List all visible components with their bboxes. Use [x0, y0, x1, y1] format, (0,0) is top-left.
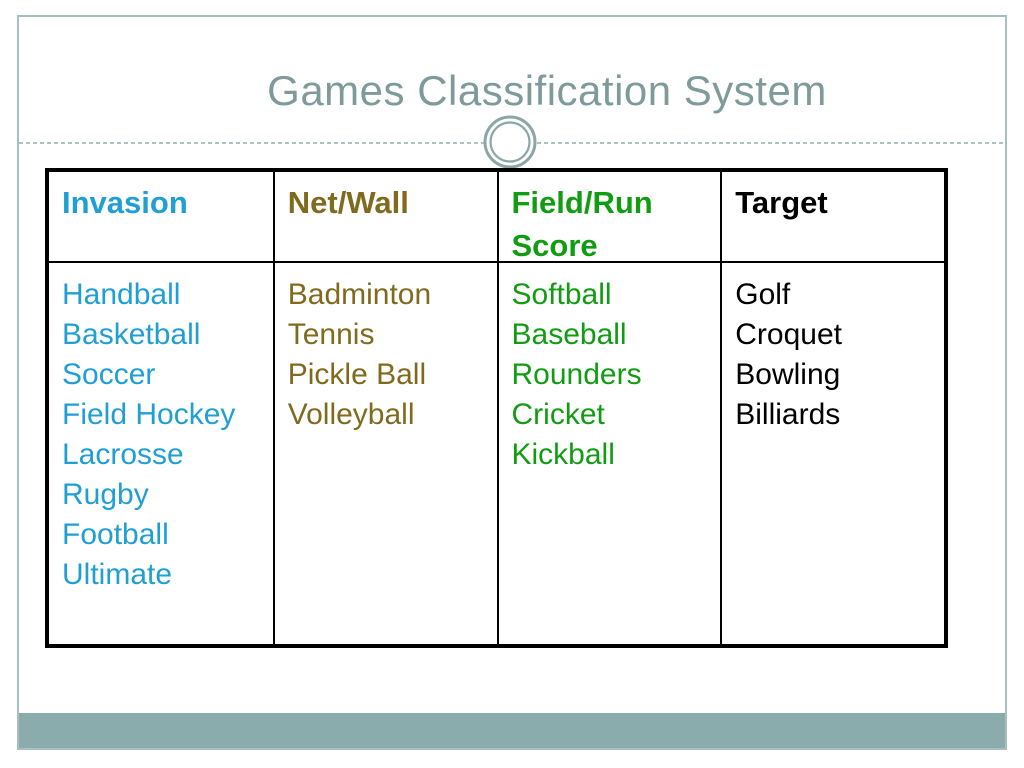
- slide-title: Games Classification System: [267, 67, 827, 114]
- column-header-net-wall: Net/Wall: [272, 172, 497, 263]
- sport-item: Pickle Ball: [287, 358, 427, 391]
- sport-item: Cricket: [511, 398, 605, 431]
- sport-item: Soccer: [62, 358, 156, 391]
- column-cell-net-wall: Badminton Tennis Pickle Ball Volleyball: [272, 263, 497, 644]
- sport-item: Kickball: [511, 438, 615, 471]
- sport-item: Softball: [511, 278, 612, 311]
- sport-item: Croquet: [735, 318, 842, 351]
- sport-item: Rounders: [511, 358, 642, 391]
- sport-item: Volleyball: [287, 398, 415, 431]
- sport-item: Ultimate: [62, 558, 173, 591]
- games-classification-table: Invasion Net/Wall Field/Run Score Target…: [45, 168, 948, 648]
- sport-item: Billiards: [735, 398, 841, 431]
- sport-item: Football: [62, 518, 169, 551]
- sport-item: Bowling: [735, 358, 841, 391]
- sport-item: Field Hockey: [62, 398, 236, 431]
- column-cell-field-run-score: Softball Baseball Rounders Cricket Kickb…: [496, 263, 721, 644]
- column-cell-invasion: Handball Basketball Soccer Field Hockey …: [49, 263, 273, 644]
- sport-item: Lacrosse: [62, 438, 184, 471]
- divider-circle-ornament: [483, 115, 537, 169]
- sport-item: Handball: [62, 278, 181, 311]
- sport-item: Rugby: [62, 478, 149, 511]
- sport-item: Baseball: [511, 318, 627, 351]
- sport-item: Golf: [735, 278, 791, 311]
- column-header-target: Target: [720, 172, 944, 263]
- column-header-field-run-score: Field/Run Score: [496, 172, 721, 263]
- slide-frame: Games Classification System Invasion Net…: [17, 15, 1007, 750]
- sport-item: Tennis: [287, 318, 375, 351]
- footer-accent-bar: [19, 713, 1005, 748]
- sport-item: Basketball: [62, 318, 201, 351]
- column-header-invasion: Invasion: [49, 172, 273, 263]
- sport-item: Badminton: [287, 278, 432, 311]
- column-cell-target: Golf Croquet Bowling Billiards: [720, 263, 944, 644]
